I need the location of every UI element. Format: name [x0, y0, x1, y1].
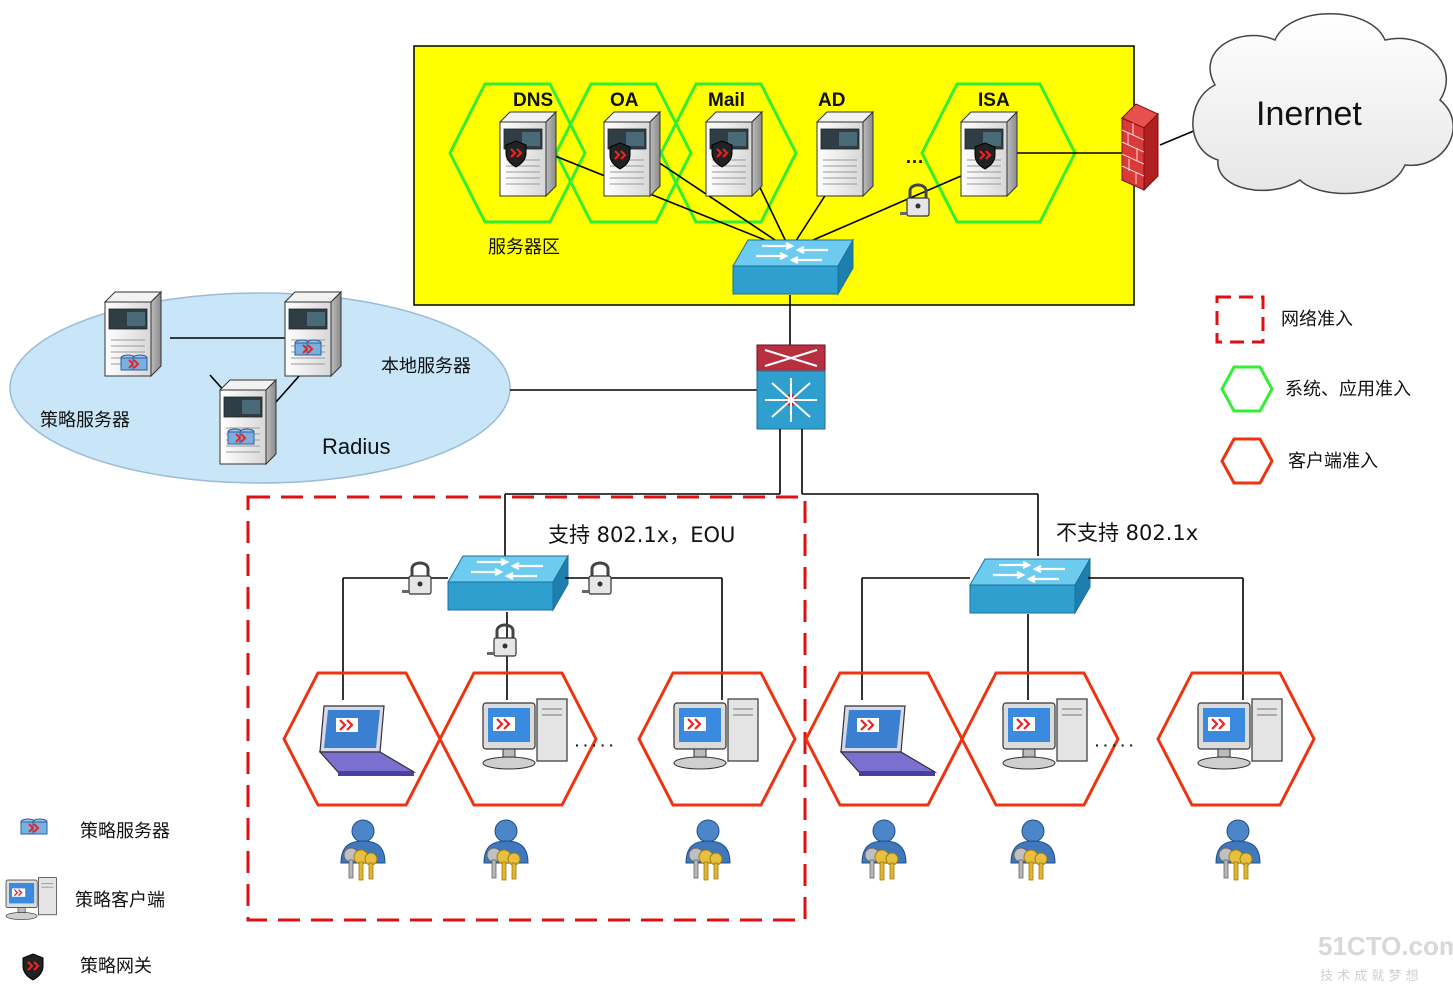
lock-icon	[485, 623, 518, 658]
policy-server-label: 策略服务器	[40, 410, 130, 431]
desktop-client	[1001, 697, 1089, 771]
core-router	[756, 344, 826, 430]
network-access-zone	[246, 495, 807, 922]
client-dots-right: · · · · ·	[1095, 737, 1134, 753]
user-icon	[861, 819, 907, 881]
server-label-mail: Mail	[708, 90, 745, 111]
legend-network-swatch	[1215, 295, 1265, 344]
laptop-client	[318, 704, 416, 778]
firewall-icon	[1121, 103, 1159, 191]
legend-system-label: 系统、应用准入	[1285, 379, 1411, 400]
server-zone-label: 服务器区	[488, 237, 560, 258]
access-switch-left	[446, 554, 570, 612]
radius-server	[219, 379, 277, 465]
server-label-dns: DNS	[513, 90, 553, 111]
watermark-slogan: 技 术 成 就 梦 想	[1320, 968, 1419, 984]
switch-label-right: 不支持 802.1x	[1056, 521, 1198, 545]
laptop-client	[839, 704, 937, 778]
legend-system-swatch	[1220, 365, 1274, 413]
watermark-site: 51CTO.com	[1318, 931, 1453, 961]
radius-label: Radius	[322, 434, 390, 459]
client-dots-left: · · · · ·	[575, 737, 614, 753]
legend-policy-server-label: 策略服务器	[80, 821, 170, 842]
db-icon	[294, 339, 322, 356]
legend-policy-server-icon	[20, 818, 48, 835]
db-icon	[227, 428, 255, 445]
user-icon	[483, 819, 529, 881]
legend-policy-gateway-label: 策略网关	[80, 956, 152, 977]
client-access-hexagons	[282, 671, 1316, 807]
legend-client-label: 客户端准入	[1288, 451, 1378, 472]
user-icon	[685, 819, 731, 881]
local-server-label: 本地服务器	[381, 356, 471, 377]
legend-network-label: 网络准入	[1281, 309, 1353, 330]
server-label-isa: ISA	[978, 90, 1010, 111]
internet-cloud	[1192, 13, 1453, 195]
internet-label: Inernet	[1256, 95, 1362, 133]
server-label-oa: OA	[610, 90, 639, 111]
db-icon	[120, 354, 148, 371]
desktop-client	[672, 697, 760, 771]
access-switch-right	[968, 557, 1092, 615]
user-icon	[1010, 819, 1056, 881]
trunk-wiring	[504, 429, 1039, 556]
ad-server	[816, 111, 874, 197]
desktop-client	[481, 697, 569, 771]
legend-policy-client-icon	[5, 876, 58, 921]
legend-client-swatch	[1220, 437, 1274, 485]
core-switch	[731, 238, 855, 296]
user-icon	[340, 819, 386, 881]
legend-policy-gateway-icon	[21, 952, 45, 982]
local-server	[284, 291, 342, 377]
desktop-client	[1196, 697, 1284, 771]
server-label-ad: AD	[818, 90, 845, 111]
user-icon	[1215, 819, 1261, 881]
server-ellipsis: …	[905, 147, 924, 168]
legend-policy-client-label: 策略客户端	[75, 890, 165, 911]
switch-label-left: 支持 802.1x，EOU	[548, 523, 735, 547]
